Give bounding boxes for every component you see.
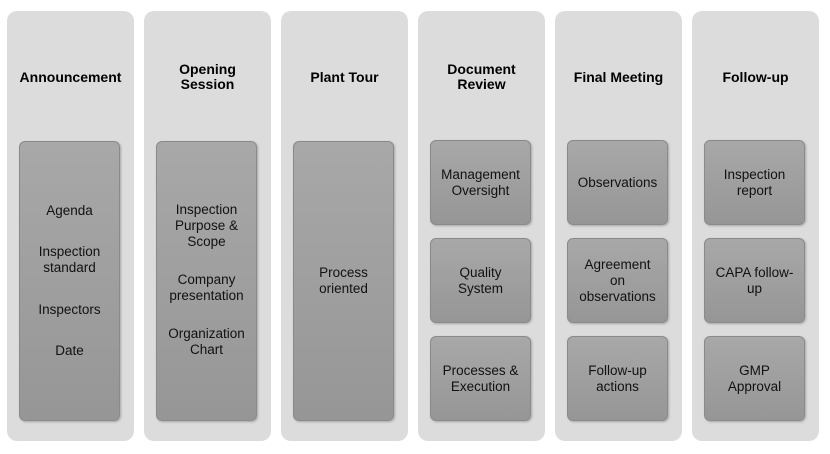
stage-box: Observations <box>567 140 668 225</box>
stage-title: Opening Session <box>179 61 236 92</box>
stage-announcement: Announcement Agenda Inspection standard … <box>7 11 134 441</box>
stage-box: Inspection Purpose & Scope Company prese… <box>156 141 257 421</box>
box-item: Quality System <box>457 264 503 296</box>
stage-box: Process oriented <box>293 141 394 421</box>
box-item: Inspection standard <box>38 244 101 276</box>
box-item: Agenda <box>46 203 93 219</box>
box-item: Management Oversight <box>441 166 520 198</box>
stage-follow-up: Follow-up Inspection report CAPA follow-… <box>692 11 819 441</box>
stage-final-meeting: Final Meeting Observations Agreement on … <box>555 11 682 441</box>
box-item: Inspectors <box>38 301 101 317</box>
box-item: Processes & Execution <box>442 362 519 394</box>
stage-title: Final Meeting <box>573 68 664 85</box>
stage-box: Quality System <box>430 238 531 323</box>
stage-box: Agenda Inspection standard Inspectors Da… <box>19 141 120 421</box>
stage-box: Agreement on observations <box>567 238 668 323</box>
box-item: Date <box>55 342 84 358</box>
box-item: GMP Approval <box>727 362 782 394</box>
stage-title: Follow-up <box>722 68 789 85</box>
box-item: Inspection report <box>723 166 786 198</box>
stage-box: Processes & Execution <box>430 336 531 421</box>
box-item: Organization Chart <box>168 326 245 357</box>
box-item: Observations <box>577 174 658 190</box>
stage-box: GMP Approval <box>704 336 805 421</box>
stage-title: Announcement <box>19 68 122 85</box>
stage-box: CAPA follow- up <box>704 238 805 323</box>
stage-box: Inspection report <box>704 140 805 225</box>
stage-document-review: Document Review Management Oversight Qua… <box>418 11 545 441</box>
box-item: Follow-up actions <box>588 362 647 394</box>
box-item: Agreement on observations <box>579 256 656 304</box>
stage-title: Plant Tour <box>310 68 379 85</box>
stage-box: Follow-up actions <box>567 336 668 421</box>
box-item: CAPA follow- up <box>715 264 794 296</box>
stage-plant-tour: Plant Tour Process oriented <box>281 11 408 441</box>
stage-opening-session: Opening Session Inspection Purpose & Sco… <box>144 11 271 441</box>
stage-box: Management Oversight <box>430 140 531 225</box>
box-item: Inspection Purpose & Scope <box>174 202 239 249</box>
box-item: Company presentation <box>169 272 244 303</box>
box-item: Process oriented <box>319 265 368 296</box>
stage-title: Document Review <box>447 61 516 92</box>
